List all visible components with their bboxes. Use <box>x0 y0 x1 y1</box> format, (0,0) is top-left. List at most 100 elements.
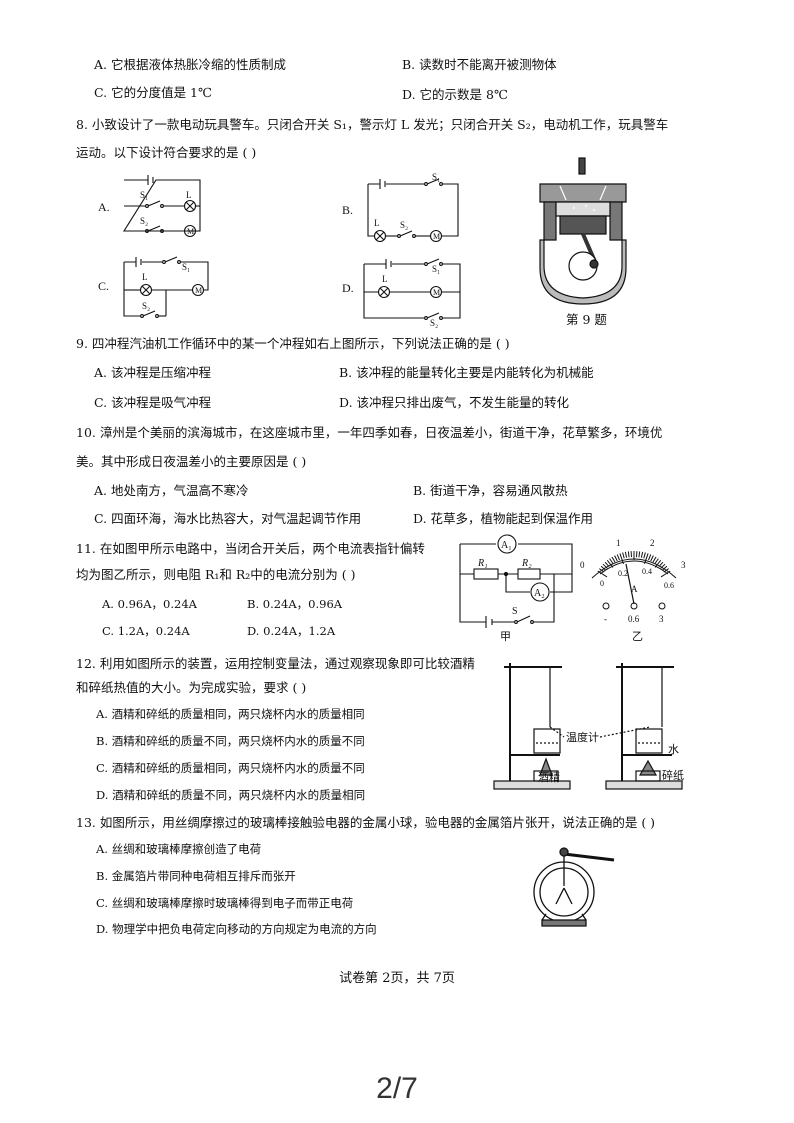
q11-option-b: B. 0.24A，0.96A <box>247 597 343 611</box>
q9-option-b: B. 该冲程的能量转化主要是内能转化为机械能 <box>339 365 594 380</box>
scale-tick <box>658 561 664 567</box>
ammeter-a2-label: A₂ <box>534 588 545 599</box>
scale-top-tick: 1 <box>616 538 621 548</box>
motor-label: M <box>433 232 440 241</box>
q8-label-a: A. <box>98 200 110 214</box>
scale-tick <box>599 568 605 573</box>
scale-tick <box>660 563 666 569</box>
q10-stem-line1: 10. 漳州是个美丽的滨海城市，在这座城市里，一年四季如春，日夜温差小，街道干净… <box>76 425 663 440</box>
scale-tick <box>654 559 662 568</box>
scale-tick <box>627 551 630 558</box>
q10-option-b: B. 街道干净，容易通风散热 <box>413 483 568 498</box>
q13-option-d: D. 物理学中把负电荷定向移动的方向规定为电流的方向 <box>96 922 377 936</box>
q8-label-c: C. <box>98 279 109 293</box>
switch-label: S₁ <box>182 262 190 272</box>
terminal-label: 3 <box>659 614 664 624</box>
q13-option-c: C. 丝绸和玻璃棒摩擦时玻璃棒得到电子而带正电荷 <box>96 896 354 910</box>
q8-label-b: B. <box>342 203 353 217</box>
scale-tick <box>638 551 641 558</box>
page-indicator: 2/7 <box>376 1072 418 1105</box>
scale-bottom-tick: 0 <box>600 579 604 588</box>
terminal-label: - <box>604 614 607 624</box>
scale-top-tick: 0 <box>580 560 585 570</box>
resistor-r2-label: R₂ <box>521 558 532 569</box>
q11-option-a: A. 0.96A，0.24A <box>102 597 197 611</box>
q11-option-d: D. 0.24A，1.2A <box>247 624 336 638</box>
scale-tick <box>663 568 669 573</box>
scale-tick <box>614 555 618 562</box>
q10-option-a: A. 地处南方，气温高不寒冷 <box>94 483 249 498</box>
lamp-label: L <box>142 272 148 282</box>
q12-stem-line2: 和碎纸热值的大小。为完成实验，要求 ( ) <box>76 680 307 695</box>
q9-option-d: D. 该冲程只排出废气，不发生能量的转化 <box>339 395 570 410</box>
q12-option-c: C. 酒精和碎纸的质量相同，两只烧杯内水的质量不同 <box>96 761 365 775</box>
paper-label: 碎纸 <box>662 768 684 782</box>
scale-top-tick: 2 <box>650 538 655 548</box>
engine-cylinder-figure <box>539 157 627 305</box>
switch-label: S₂ <box>140 216 148 226</box>
page-footer: 试卷第 2页，共 7页 <box>339 971 455 986</box>
q9-figure-caption: 第 9 题 <box>566 312 607 327</box>
meter-unit-letter: A <box>631 584 638 594</box>
q7-option-b: B. 读数时不能离开被测物体 <box>402 57 557 72</box>
terminal-label: 0.6 <box>628 614 640 624</box>
scale-tick <box>604 561 610 567</box>
scale-tick <box>624 551 628 558</box>
q12-stem-line1: 12. 利用如图所示的装置，运用控制变量法，通过观察现象即可比较酒精 <box>76 656 475 671</box>
q11-stem-line1: 11. 在如图甲所示电路中，当闭合开关后，两个电流表指针偏转 <box>76 541 425 556</box>
scale-tick <box>616 554 620 561</box>
motor-label: M <box>433 288 440 297</box>
scale-tick <box>622 552 625 559</box>
q8-circuit-b: B. S₁ L S₂ M <box>342 172 459 243</box>
switch-label: S₂ <box>400 220 408 230</box>
scale-bottom-tick: 0.2 <box>618 569 628 578</box>
figure-jia-label: 甲 <box>500 631 511 643</box>
q12-heating-apparatus: 温度计 水 酒精 碎纸 <box>493 663 684 790</box>
q11-ammeter-yi: 0 1 2 3 0 0.2 0.4 0.6 A - 0.6 3 乙 <box>580 538 686 643</box>
q10-stem-line2: 美。其中形成日夜温差小的主要原因是 ( ) <box>76 454 307 469</box>
switch-label: S₁ <box>140 190 148 200</box>
scale-tick <box>661 565 668 571</box>
q7-option-d: D. 它的示数是 8℃ <box>402 87 508 102</box>
q9-option-c: C. 该冲程是吸气冲程 <box>94 395 212 410</box>
q7-option-a: A. 它根据液体热胀冷缩的性质制成 <box>94 57 286 72</box>
q7-option-c: C. 它的分度值是 1℃ <box>94 85 212 100</box>
q11-option-c: C. 1.2A，0.24A <box>102 624 190 638</box>
water-label: 水 <box>668 743 679 756</box>
q10-option-d: D. 花草多，植物能起到保温作用 <box>413 511 594 526</box>
scale-tick <box>611 556 616 563</box>
switch-label: S₁ <box>432 264 440 274</box>
motor-label: M <box>187 227 194 236</box>
scale-tick <box>644 553 649 564</box>
q13-option-a: A. 丝绸和玻璃棒摩擦创造了电荷 <box>96 842 262 856</box>
scale-tick <box>619 553 624 564</box>
q11-circuit-jia: A₁ A₂ R₁ R₂ S 甲 <box>459 534 573 643</box>
q12-option-d: D. 酒精和碎纸的质量不同，两只烧杯内水的质量相同 <box>96 788 366 802</box>
scale-tick <box>654 558 659 564</box>
q10-option-c: C. 四面环海，海水比热容大，对气温起调节作用 <box>94 511 362 526</box>
q9-option-a: A. 该冲程是压缩冲程 <box>94 365 211 380</box>
scale-tick <box>643 552 646 559</box>
q13-option-b: B. 金属箔片带同种电荷相互排斥而张开 <box>96 869 296 883</box>
scale-tick <box>600 565 607 571</box>
scale-bottom-tick: 0.4 <box>642 567 652 576</box>
q13-stem: 13. 如图所示，用丝绸摩擦过的玻璃棒接触验电器的金属小球，验电器的金属箔片张开… <box>76 815 656 830</box>
switch-s-label: S <box>512 606 518 617</box>
scale-top-tick: 3 <box>681 560 686 570</box>
lamp-label: L <box>374 218 380 228</box>
alcohol-label: 酒精 <box>538 771 560 784</box>
switch-label: S₁ <box>432 172 440 182</box>
q11-stem-line2: 均为图乙所示，则电阻 R₁和 R₂中的电流分别为 ( ) <box>76 567 356 582</box>
lamp-label: L <box>382 274 388 284</box>
scale-tick <box>606 559 614 568</box>
resistor-r1-label: R₁ <box>477 558 488 569</box>
ammeter-a1-label: A₁ <box>501 540 512 551</box>
q8-circuit-d: D. S₁ L S₂ M <box>342 258 461 328</box>
motor-label: M <box>195 286 202 295</box>
scale-tick <box>602 563 608 569</box>
q12-option-a: A. 酒精和碎纸的质量相同，两只烧杯内水的质量相同 <box>96 707 365 721</box>
q8-stem-line2: 运动。以下设计符合要求的是 ( ) <box>76 145 257 160</box>
scale-tick <box>597 570 608 578</box>
q8-circuit-a: A. S₁ L S₂ M <box>98 175 201 238</box>
q12-option-b: B. 酒精和碎纸的质量不同，两只烧杯内水的质量不同 <box>96 734 365 748</box>
